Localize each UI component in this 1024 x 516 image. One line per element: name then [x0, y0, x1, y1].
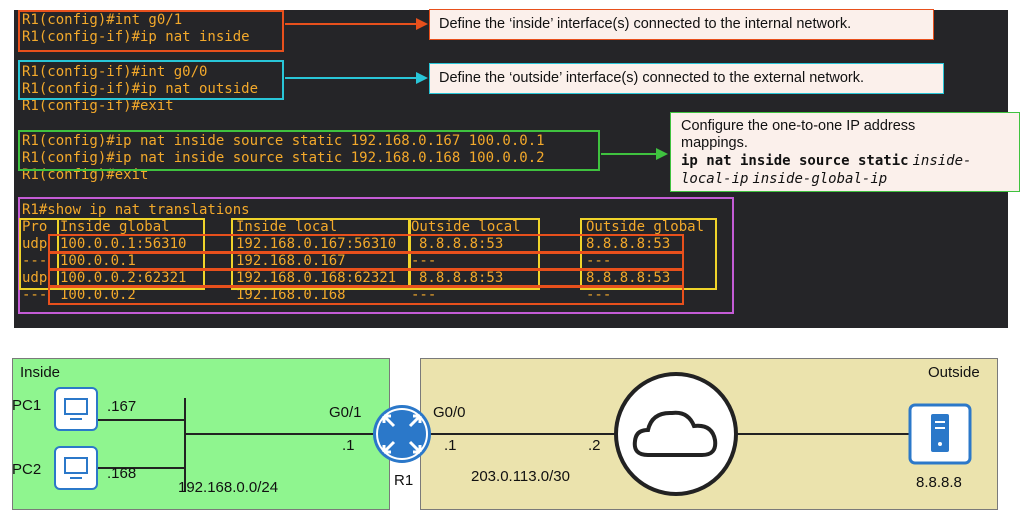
isp-host: .2: [588, 437, 601, 454]
pc2-icon: [54, 446, 98, 490]
pc1-icon: [54, 387, 98, 431]
table-cell: ---: [411, 287, 437, 303]
server-ip: 8.8.8.8: [916, 474, 962, 491]
outside-command-box: [18, 60, 284, 100]
table-cell: 192.168.0.168: [236, 287, 346, 303]
cloud-icon: [614, 372, 738, 496]
router-icon: [373, 405, 431, 463]
table-cell: 8.8.8.8:53: [419, 270, 504, 286]
table-cell: 100.0.0.1: [60, 253, 136, 269]
table-cell: ---: [586, 287, 612, 303]
table-header: Outside global: [586, 219, 705, 235]
router-label: R1: [394, 472, 414, 489]
row-box: [48, 285, 684, 305]
outside-arrow-head: [416, 72, 428, 84]
column-box-outside-global: [580, 218, 717, 290]
table-cell: 192.168.0.167: [236, 253, 346, 269]
table-header: Inside local: [236, 219, 338, 235]
table-cell: ---: [411, 253, 437, 269]
terminal-line: R1(config)#int g0/1: [22, 12, 183, 28]
server-icon: [908, 403, 972, 465]
table-cell: 8.8.8.8:53: [419, 236, 504, 252]
table-header: Pro: [22, 219, 48, 235]
inside-command-box: [18, 10, 284, 52]
terminal-line: R1#show ip nat translations: [22, 202, 250, 218]
static-command-box: [18, 130, 600, 171]
static-callout-command: ip nat inside source static: [681, 153, 909, 169]
table-cell: 100.0.0.2:62321: [60, 270, 187, 286]
table-cell: udp: [22, 270, 48, 286]
pc2-label: PC2: [12, 461, 42, 478]
terminal-line: R1(config)#ip nat inside source static 1…: [22, 150, 545, 166]
inside-subnet: 192.168.0.0/24: [178, 479, 279, 496]
terminal-line: R1(config)#exit: [22, 167, 149, 183]
table-cell: 192.168.0.168:62321: [236, 270, 397, 286]
terminal-line: R1(config-if)#ip nat inside: [22, 29, 250, 45]
table-cell: 8.8.8.8:53: [586, 236, 671, 252]
table-cell: ---: [22, 287, 48, 303]
inside-callout-text: Define the ‘inside’ interface(s) connect…: [439, 16, 852, 32]
terminal-line: R1(config-if)#exit: [22, 98, 174, 114]
static-arrow-head: [656, 148, 668, 160]
table-cell: 192.168.0.167:56310: [236, 236, 397, 252]
static-callout-intro: Configure the one-to-one IP address mapp…: [681, 118, 916, 151]
static-callout: Configure the one-to-one IP address mapp…: [670, 112, 1020, 192]
table-cell: 100.0.0.2: [60, 287, 136, 303]
table-cell: 100.0.0.1:56310: [60, 236, 187, 252]
terminal-line: R1(config-if)#ip nat outside: [22, 81, 259, 97]
column-box-inside-global: [57, 218, 205, 290]
router-outside-interface: G0/0: [433, 404, 466, 421]
outside-callout: Define the ‘outside’ interface(s) connec…: [429, 63, 944, 94]
router-inside-host: .1: [342, 437, 355, 454]
inside-callout: Define the ‘inside’ interface(s) connect…: [429, 9, 934, 40]
table-cell: ---: [22, 253, 48, 269]
pc1-label: PC1: [12, 397, 42, 414]
inside-zone-label: Inside: [20, 364, 61, 381]
pc1-host: .167: [107, 398, 137, 415]
router-inside-interface: G0/1: [329, 404, 362, 421]
table-cell: udp: [22, 236, 48, 252]
inside-arrow-head: [416, 18, 428, 30]
table-header: Inside global: [60, 219, 170, 235]
row-box: [48, 251, 684, 271]
outside-subnet: 203.0.113.0/30: [471, 468, 570, 485]
table-cell: ---: [586, 253, 612, 269]
column-box-outside-local: [408, 218, 540, 290]
pc2-host: .168: [107, 465, 137, 482]
row-box: [48, 234, 684, 254]
row-box: [48, 268, 684, 288]
table-header: Outside local: [411, 219, 521, 235]
outside-zone-label: Outside: [928, 364, 980, 381]
outside-callout-text: Define the ‘outside’ interface(s) connec…: [439, 70, 865, 86]
table-cell: 8.8.8.8:53: [586, 270, 671, 286]
column-box-inside-local: [231, 218, 411, 290]
static-callout-arg: inside-local-ip: [681, 153, 972, 187]
static-callout-arg: inside-global-ip: [752, 171, 888, 187]
router-outside-host: .1: [444, 437, 457, 454]
terminal-line: R1(config)#ip nat inside source static 1…: [22, 133, 545, 149]
terminal-line: R1(config-if)#int g0/0: [22, 64, 208, 80]
